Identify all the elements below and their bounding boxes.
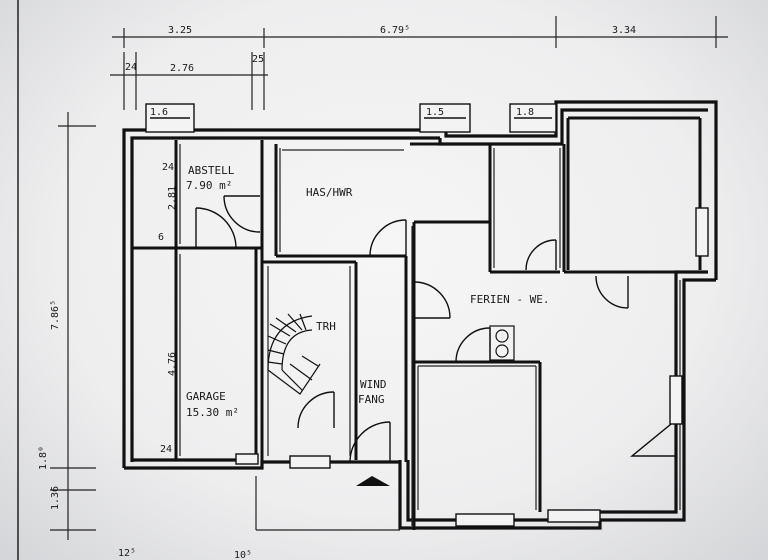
dim-bottom-1: 12⁵: [118, 548, 136, 559]
room-label-garage: GARAGE: [186, 390, 226, 403]
room-label-ferien: FERIEN - WE.: [470, 293, 549, 306]
staircase: [267, 313, 321, 395]
room-label-windfang-1: WIND: [360, 378, 387, 391]
dim-window-3: 1.8: [516, 107, 534, 118]
dim-small-c: 24: [162, 162, 174, 173]
room-area-garage: 15.30 m²: [186, 406, 239, 419]
dim-bottom-2: 10⁵: [234, 550, 252, 560]
hob-symbol: [489, 325, 515, 361]
dim-small-b: 24: [160, 444, 172, 455]
dim-top-left: 3.25: [168, 25, 192, 36]
dim-sub-left: 24: [125, 62, 137, 73]
top-dimension-chain: [110, 16, 728, 110]
room-area-abstell: 7.90 m²: [186, 179, 232, 192]
dim-small-a: 6: [158, 232, 164, 243]
bottom-windows: [235, 207, 709, 527]
dim-window-1: 1.6: [150, 107, 168, 118]
dim-top-center: 6.79⁵: [380, 25, 410, 36]
dim-left-bottom-2: 1.36: [50, 486, 61, 510]
room-label-abstell: ABSTELL: [188, 164, 235, 177]
dim-left-total: 7.86⁵: [50, 300, 61, 330]
dim-garage-height: 4.76: [167, 352, 178, 376]
dim-sub-right: 25: [252, 54, 264, 65]
dim-sub-mid: 2.76: [170, 63, 194, 74]
room-label-trh: TRH: [316, 320, 336, 333]
top-windows: [145, 103, 557, 133]
left-dimension-chain: [50, 112, 96, 540]
thin-lines: [179, 144, 681, 526]
dim-left-bottom-1: 1.8⁰: [38, 446, 49, 470]
dim-window-2: 1.5: [426, 107, 444, 118]
room-label-windfang-2: FANG: [358, 393, 385, 406]
dim-abstell-height: 2.81: [167, 186, 178, 210]
room-label-has-hwr: HAS/HWR: [306, 186, 353, 199]
interior-walls: [132, 116, 702, 530]
dim-top-right: 3.34: [612, 25, 636, 36]
entrance-step: [356, 476, 390, 486]
